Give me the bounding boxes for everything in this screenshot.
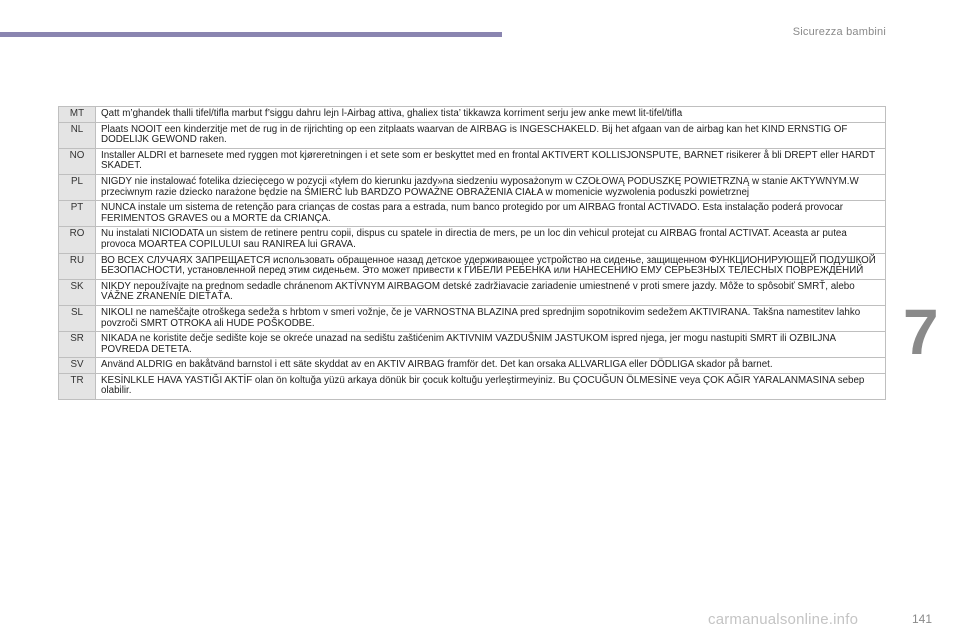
language-code: NO [58, 147, 96, 175]
warning-text: Nu instalati NICIODATA un sistem de reti… [95, 226, 886, 254]
header-accent-bar [0, 32, 502, 37]
page-number: 141 [912, 612, 933, 626]
language-code: PL [58, 173, 96, 202]
warning-text: NIKADA ne koristite dečje sedište koje s… [95, 331, 886, 359]
watermark: carmanualsonline.info [708, 611, 859, 628]
warning-text: Använd ALDRIG en bakåtvänd barnstol i et… [95, 357, 886, 374]
warning-text: Installer ALDRI et barnesete med ryggen … [95, 147, 886, 175]
warning-text: NIGDY nie instalować fotelika dziecięceg… [95, 173, 886, 202]
language-code: PT [58, 200, 96, 228]
language-code: SV [58, 357, 96, 374]
warning-text: Qatt m’ghandek thalli tifel/tifla marbut… [95, 106, 886, 123]
language-code: SR [58, 331, 96, 359]
language-code: RO [58, 226, 96, 254]
language-code: RU [58, 252, 96, 280]
language-code: TR [58, 372, 96, 401]
language-code: MT [58, 106, 96, 123]
warning-text: NUNCA instale um sistema de retenção par… [95, 200, 886, 228]
warning-text: NIKDY nepoužívajte na prednom sedadle ch… [95, 278, 886, 306]
warning-text: KESİNLKLE HAVA YASTIĞI AKTİF olan ön kol… [95, 372, 886, 401]
chapter-number: 7 [903, 296, 939, 368]
language-code: NL [58, 121, 96, 149]
language-code: SK [58, 278, 96, 306]
warning-text: NIKOLI ne nameščajte otroškega sedeža s … [95, 304, 886, 333]
warning-text: ВО ВСЕХ СЛУЧАЯХ ЗАПРЕЩАЕТСЯ использовать… [95, 252, 886, 280]
language-code: SL [58, 304, 96, 333]
warning-text: Plaats NOOIT een kinderzitje met de rug … [95, 121, 886, 149]
section-title: Sicurezza bambini [792, 26, 886, 38]
